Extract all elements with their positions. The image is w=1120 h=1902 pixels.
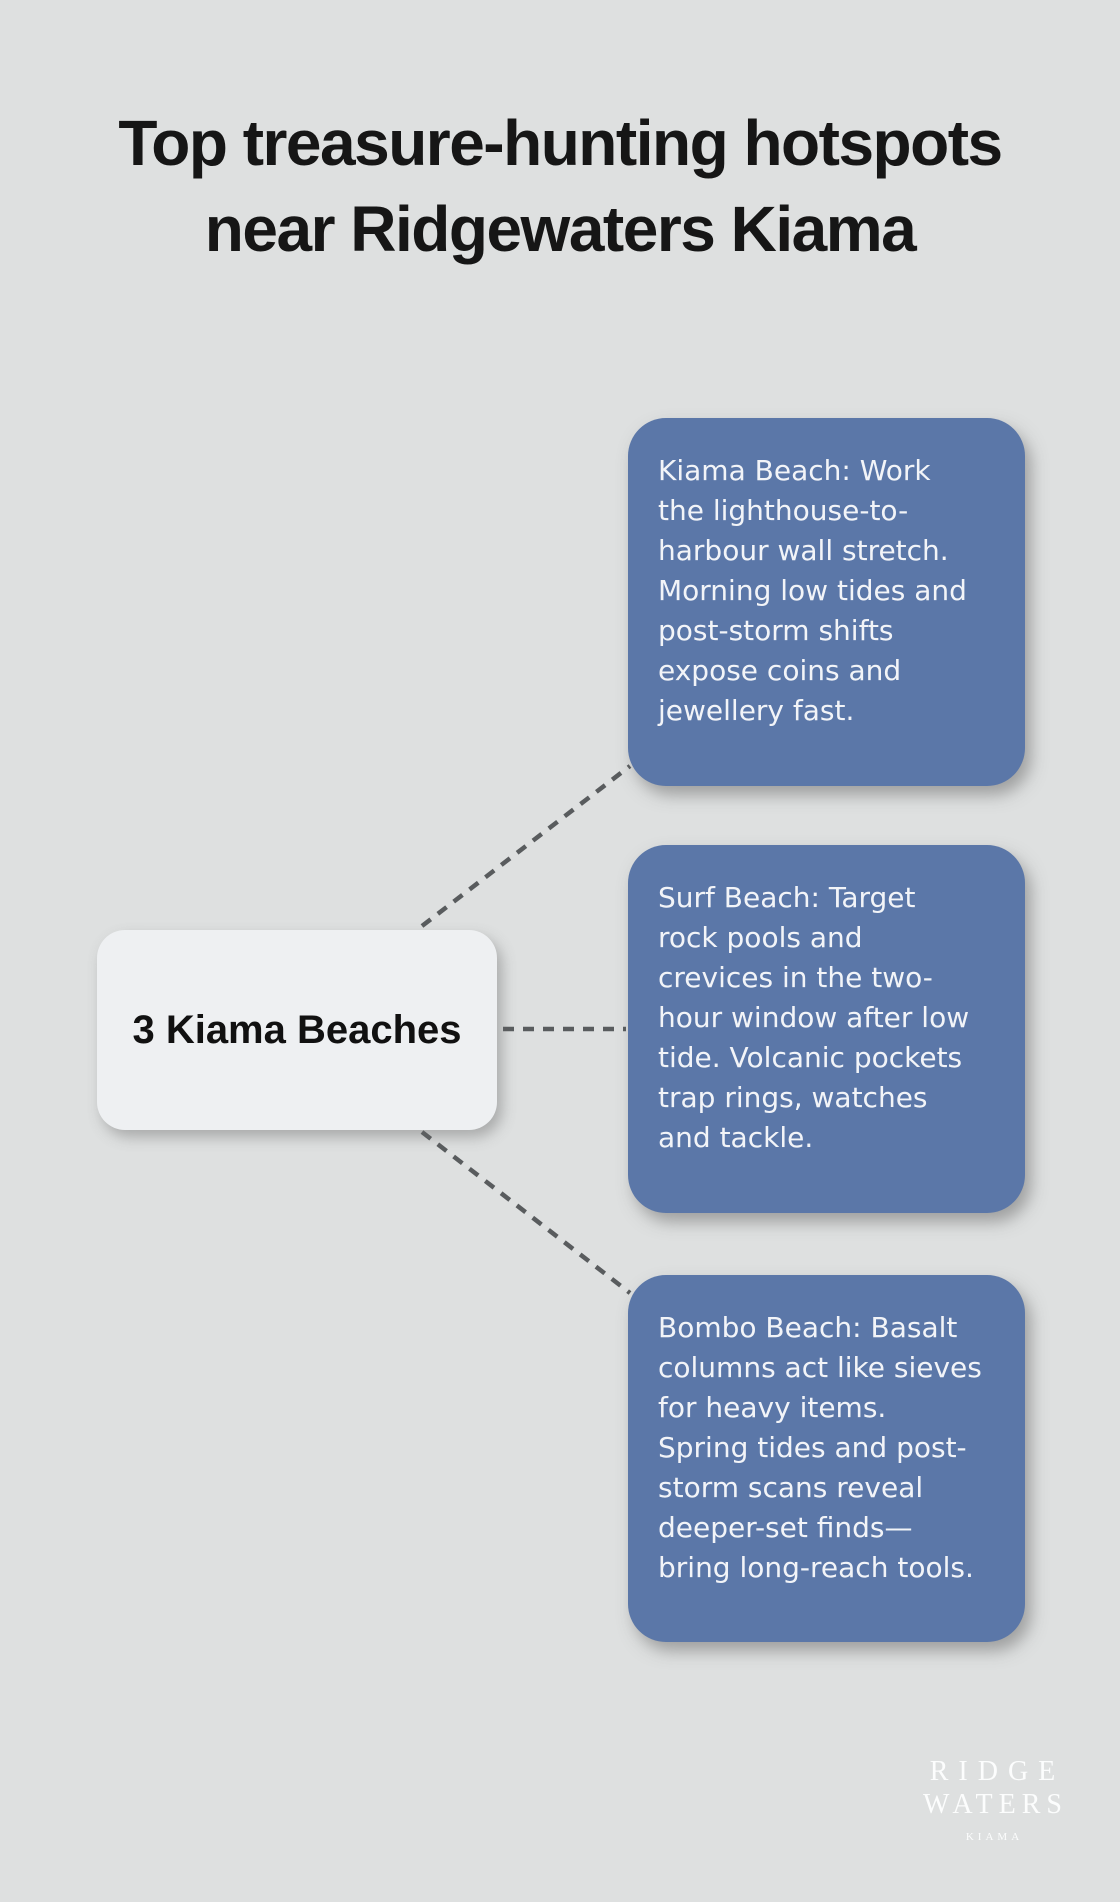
logo-kiama-text: KIAMA xyxy=(965,1831,1024,1843)
ridgewaters-logo: RIDGE WATERS KIAMA xyxy=(870,1758,1115,1843)
central-node-label: 3 Kiama Beaches xyxy=(132,1007,462,1052)
central-node: 3 Kiama Beaches xyxy=(97,930,497,1130)
page-title: Top treasure-hunting hotspots near Ridgew… xyxy=(0,100,1120,272)
beach-card-surf-beach-text: Surf Beach: Target rock pools and crevic… xyxy=(658,881,970,1154)
beach-card-surf-beach: Surf Beach: Target rock pools and crevic… xyxy=(628,845,1025,1213)
beach-card-kiama-beach-text: Kiama Beach: Work the lighthouse-to- har… xyxy=(658,454,967,727)
logo-waters-text: WATERS xyxy=(923,1789,1068,1820)
beach-card-kiama-beach: Kiama Beach: Work the lighthouse-to- har… xyxy=(628,418,1025,786)
beach-card-bombo-beach-text: Bombo Beach: Basalt columns act like sie… xyxy=(658,1311,982,1584)
logo-ridge-text: RIDGE xyxy=(929,1756,1066,1787)
beach-card-bombo-beach: Bombo Beach: Basalt columns act like sie… xyxy=(628,1275,1025,1642)
title-line-2: near Ridgewaters Kiama xyxy=(204,193,917,265)
title-line-1: Top treasure-hunting hotspots xyxy=(118,107,1003,179)
connector-top-line xyxy=(420,764,632,928)
connector-bottom-line xyxy=(420,1130,632,1295)
